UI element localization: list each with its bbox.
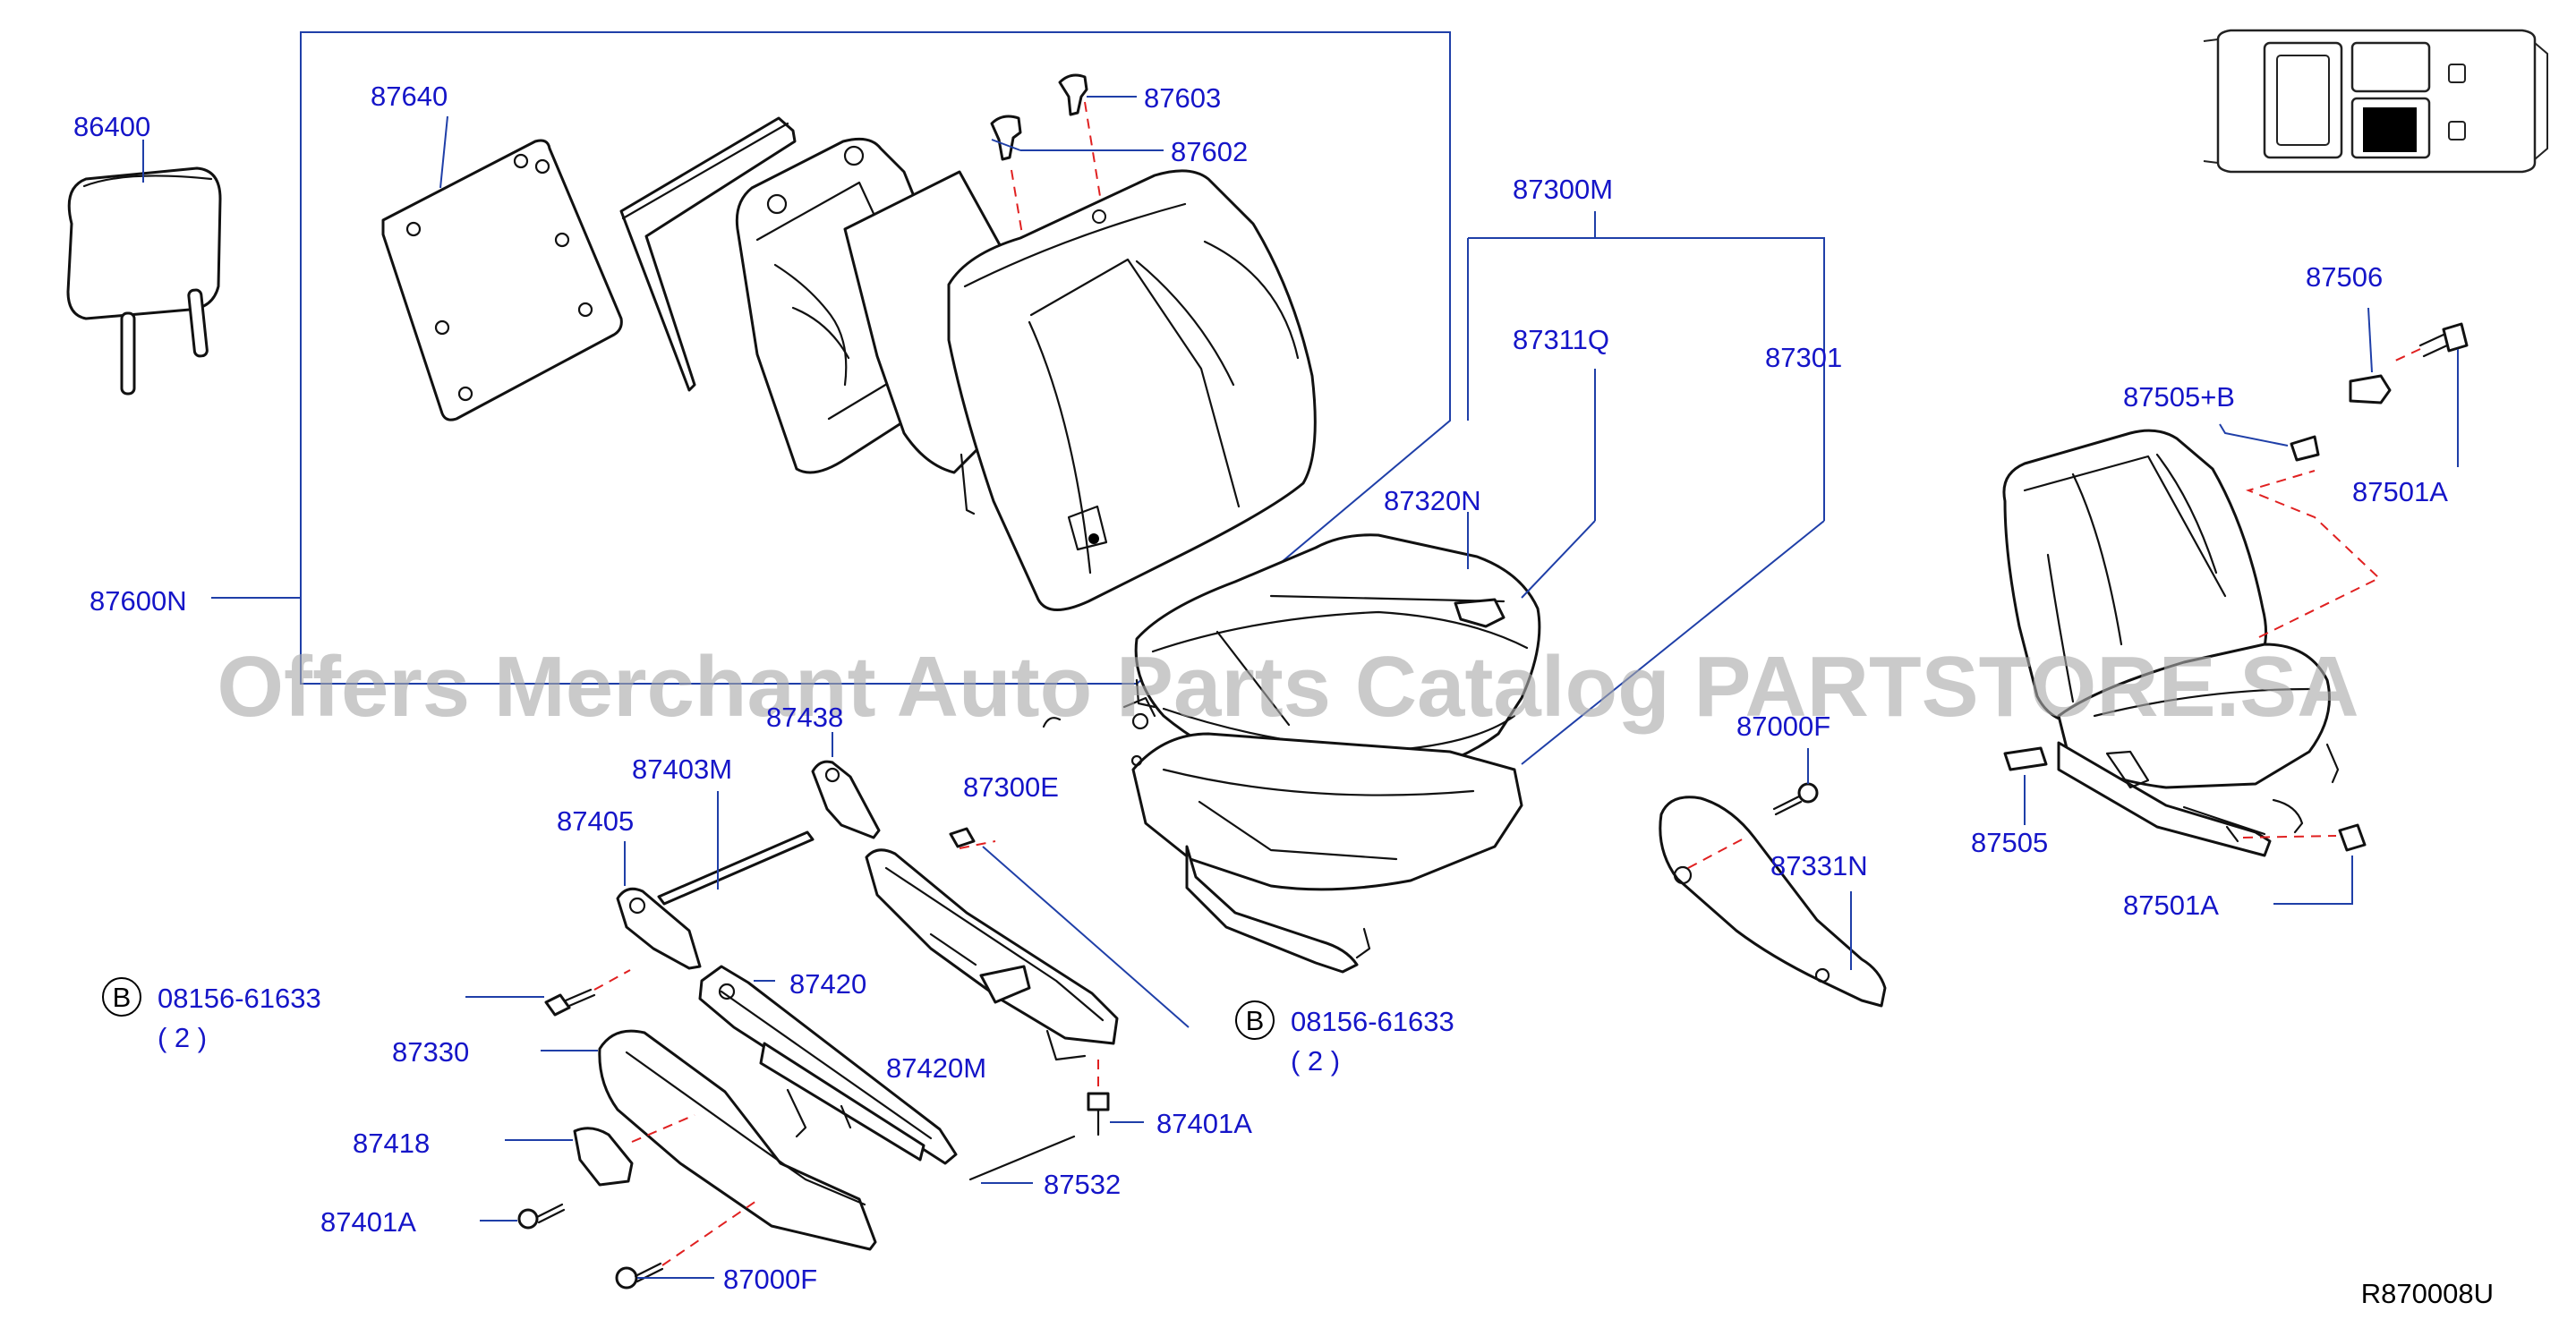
bolt-symbol-left: B (113, 982, 132, 1013)
label-87532[interactable]: 87532 (1044, 1169, 1121, 1200)
clip-87506 (2349, 374, 2392, 404)
bracket-87505B (2290, 435, 2320, 462)
slide-rail-87420 (698, 965, 958, 1165)
bolt-symbol-right: B (1246, 1005, 1265, 1036)
label-87501A-bottom[interactable]: 87501A (2123, 890, 2219, 921)
label-qty-right: ( 2 ) (1291, 1045, 1340, 1077)
label-87602[interactable]: 87602 (1171, 136, 1248, 167)
label-86400[interactable]: 86400 (73, 111, 150, 142)
bolt-87501A-bottom (2338, 823, 2367, 852)
label-08156-left[interactable]: 08156-61633 (158, 983, 321, 1014)
knob-87418 (573, 1127, 634, 1187)
label-87506[interactable]: 87506 (2306, 261, 2383, 293)
seatback-frame-part (619, 116, 1029, 474)
label-87418[interactable]: 87418 (353, 1128, 430, 1159)
lever-87405 (616, 887, 702, 970)
assembled-seat-view (2002, 429, 2340, 857)
label-87403M[interactable]: 87403M (632, 753, 732, 785)
part-labels: 86400 87640 87603 87602 87600N 87300M 87… (73, 81, 2448, 1295)
label-87300M[interactable]: 87300M (1513, 174, 1613, 205)
seat-cushion-part (1134, 533, 1541, 780)
screw-87000F-bottom (615, 1262, 664, 1290)
label-87300E[interactable]: 87300E (963, 771, 1059, 803)
label-87420[interactable]: 87420 (789, 968, 866, 1000)
label-87505[interactable]: 87505 (1971, 827, 2048, 858)
back-board-part (381, 139, 623, 421)
label-87405[interactable]: 87405 (557, 805, 634, 837)
label-87000F-right[interactable]: 87000F (1736, 711, 1830, 742)
label-87438[interactable]: 87438 (766, 702, 843, 733)
label-87401A-left[interactable]: 87401A (320, 1206, 416, 1238)
label-08156-right[interactable]: 08156-61633 (1291, 1006, 1454, 1037)
diagram-code: R870008U (2361, 1278, 2494, 1309)
side-trim-87331N (1659, 796, 1887, 1008)
bolt-ref-marker-left: B (102, 977, 141, 1017)
slide-rail-87420M (865, 848, 1119, 1061)
label-qty-left: ( 2 ) (158, 1022, 207, 1053)
label-87600N[interactable]: 87600N (90, 585, 187, 617)
label-87320N[interactable]: 87320N (1384, 485, 1481, 516)
watermark-text: Offers Merchant Auto Parts Catalog PARTS… (217, 639, 2358, 735)
label-87603[interactable]: 87603 (1144, 82, 1221, 114)
screw-87401A-mid (1087, 1092, 1110, 1136)
bolt-left (544, 988, 596, 1017)
vehicle-location-thumbnail (2203, 29, 2548, 174)
label-87000F-bottom[interactable]: 87000F (723, 1264, 817, 1295)
label-87401A-mid[interactable]: 87401A (1156, 1108, 1252, 1139)
label-87420M[interactable]: 87420M (886, 1052, 986, 1084)
label-87331N[interactable]: 87331N (1770, 850, 1868, 881)
cushion-frame-part (1122, 696, 1523, 974)
slide-cover-87330 (598, 1029, 877, 1251)
label-87330[interactable]: 87330 (392, 1036, 469, 1068)
label-87505B[interactable]: 87505+B (2123, 381, 2235, 413)
recliner-cover-87438 (811, 732, 881, 839)
part-87505 (2003, 746, 2048, 771)
label-87640[interactable]: 87640 (371, 81, 448, 112)
bolt-87501A-top (2418, 322, 2469, 358)
label-87311Q[interactable]: 87311Q (1513, 324, 1609, 355)
bolt-ref-marker-right: B (1235, 1000, 1275, 1040)
spring-87532 (968, 1135, 1076, 1181)
label-87301[interactable]: 87301 (1765, 342, 1842, 373)
screw-87000F-right (1772, 782, 1819, 816)
headrest-part (66, 166, 222, 396)
screw-87401A-left (517, 1203, 566, 1230)
bolt-right (949, 827, 976, 848)
seatback-trim-part (947, 169, 1317, 611)
label-87501A-top[interactable]: 87501A (2352, 476, 2448, 507)
headrest-guide-clips (990, 73, 1088, 161)
